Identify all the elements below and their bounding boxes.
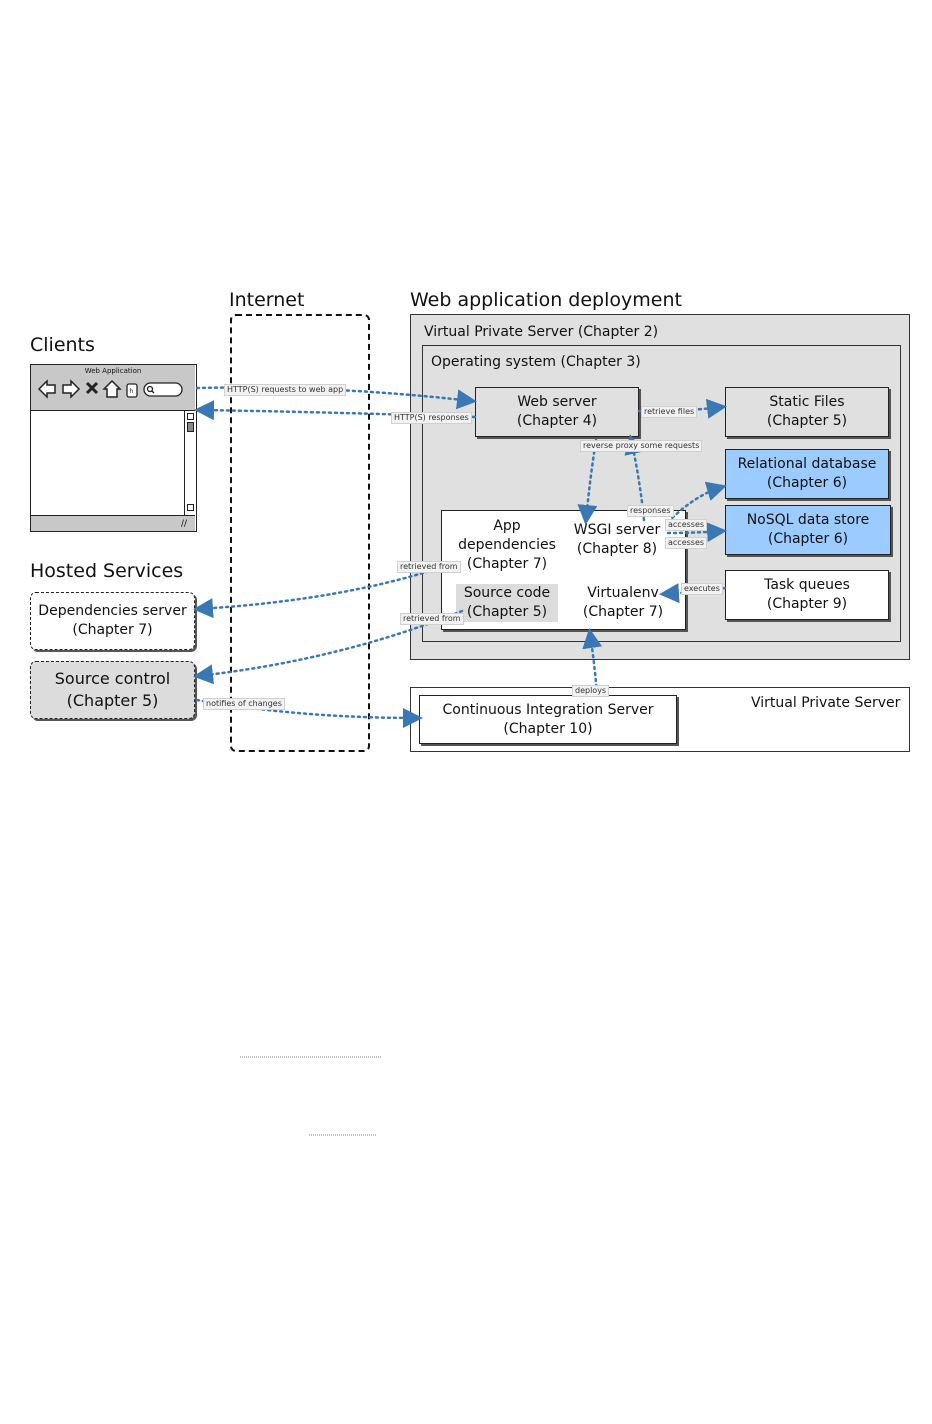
static-files-title: Static Files [769, 394, 845, 410]
wsgi-server-node: WSGI server (Chapter 8) [567, 521, 667, 559]
deployment-heading: Web application deployment [410, 289, 682, 311]
os-container: Operating system (Chapter 3) [422, 345, 901, 642]
hosted-services-heading: Hosted Services [30, 560, 184, 582]
label-responses: responses [627, 505, 674, 517]
resize-grip-icon[interactable]: // [181, 519, 188, 529]
web-server-chapter: (Chapter 4) [516, 413, 598, 429]
svg-text:h: h [130, 388, 134, 395]
label-retrieved-from-2: retrieved from [400, 613, 464, 625]
clients-heading: Clients [30, 334, 95, 356]
label-deploys: deploys [572, 685, 610, 697]
nosql-chapter: (Chapter 6) [767, 531, 849, 547]
scroll-up-icon[interactable] [187, 413, 194, 420]
dependencies-server-title: Dependencies server [38, 603, 187, 619]
vps-main-label: Virtual Private Server (Chapter 2) [424, 324, 659, 340]
home-icon[interactable] [102, 379, 122, 398]
task-queues-title: Task queues [764, 577, 850, 593]
os-label: Operating system (Chapter 3) [431, 354, 641, 370]
relational-database-chapter: (Chapter 6) [766, 475, 848, 491]
label-http-requests: HTTP(S) requests to web app [224, 384, 347, 396]
browser-scrollbar[interactable] [184, 411, 196, 515]
internet-heading: Internet [229, 289, 305, 311]
browser-toolbar: Web Application h [31, 365, 195, 411]
label-executes: executes [681, 583, 723, 595]
web-server-node: Web server (Chapter 4) [475, 387, 639, 437]
virtualenv-node: Virtualenv (Chapter 7) [573, 584, 673, 622]
label-accesses-2: accesses [665, 537, 708, 549]
label-retrieve-files: retrieve files [641, 406, 698, 418]
static-files-chapter: (Chapter 5) [766, 413, 848, 429]
dependencies-server-node: Dependencies server (Chapter 7) [30, 592, 195, 650]
wsgi-server-title: WSGI server [573, 522, 661, 538]
source-control-chapter: (Chapter 5) [66, 691, 159, 710]
virtualenv-title: Virtualenv [587, 585, 659, 601]
dependencies-server-chapter: (Chapter 7) [72, 622, 153, 638]
ci-server-chapter: (Chapter 10) [503, 720, 593, 737]
app-dependencies-line1: App [493, 518, 521, 534]
app-dependencies-line2: dependencies [458, 537, 556, 553]
app-dependencies-chapter: (Chapter 7) [466, 556, 548, 572]
relational-database-node: Relational database (Chapter 6) [725, 449, 889, 499]
forward-arrow-icon[interactable] [62, 379, 81, 399]
source-code-chapter: (Chapter 5) [466, 604, 548, 620]
virtualenv-chapter: (Chapter 7) [582, 604, 664, 620]
label-notifies: notifies of changes [203, 698, 285, 710]
static-files-node: Static Files (Chapter 5) [725, 387, 889, 437]
source-code-title: Source code [463, 585, 551, 601]
ci-server-title: Continuous Integration Server [442, 701, 654, 718]
back-arrow-icon[interactable] [37, 379, 56, 399]
search-icon[interactable] [143, 382, 183, 397]
task-queues-node: Task queues (Chapter 9) [725, 570, 889, 620]
label-reverse-proxy: reverse proxy some requests [580, 440, 703, 452]
task-queues-chapter: (Chapter 9) [766, 596, 848, 612]
web-server-title: Web server [517, 394, 597, 410]
stray-dotted-marks [240, 1056, 382, 1136]
label-http-responses: HTTP(S) responses [391, 412, 472, 424]
page-icon[interactable]: h [126, 383, 138, 398]
app-dependencies-node: App dependencies (Chapter 7) [452, 517, 562, 574]
nosql-title: NoSQL data store [746, 512, 870, 528]
stop-icon[interactable] [85, 381, 99, 395]
source-code-node: Source code (Chapter 5) [456, 584, 558, 622]
scroll-thumb[interactable] [187, 422, 194, 432]
source-control-node: Source control (Chapter 5) [30, 661, 195, 719]
browser-statusbar: // [31, 515, 195, 531]
source-control-title: Source control [54, 669, 171, 688]
label-accesses-1: accesses [665, 519, 708, 531]
browser-title: Web Application [84, 367, 142, 375]
scroll-down-icon[interactable] [187, 504, 194, 511]
label-retrieved-from-1: retrieved from [397, 561, 461, 573]
wsgi-server-chapter: (Chapter 8) [576, 541, 658, 557]
vps-ci-label: Virtual Private Server [751, 695, 901, 711]
relational-database-title: Relational database [737, 456, 877, 472]
internet-region [230, 314, 370, 752]
nosql-store-node: NoSQL data store (Chapter 6) [725, 505, 891, 555]
ci-server-node: Continuous Integration Server (Chapter 1… [419, 695, 677, 744]
browser-window: Web Application h [30, 364, 197, 532]
